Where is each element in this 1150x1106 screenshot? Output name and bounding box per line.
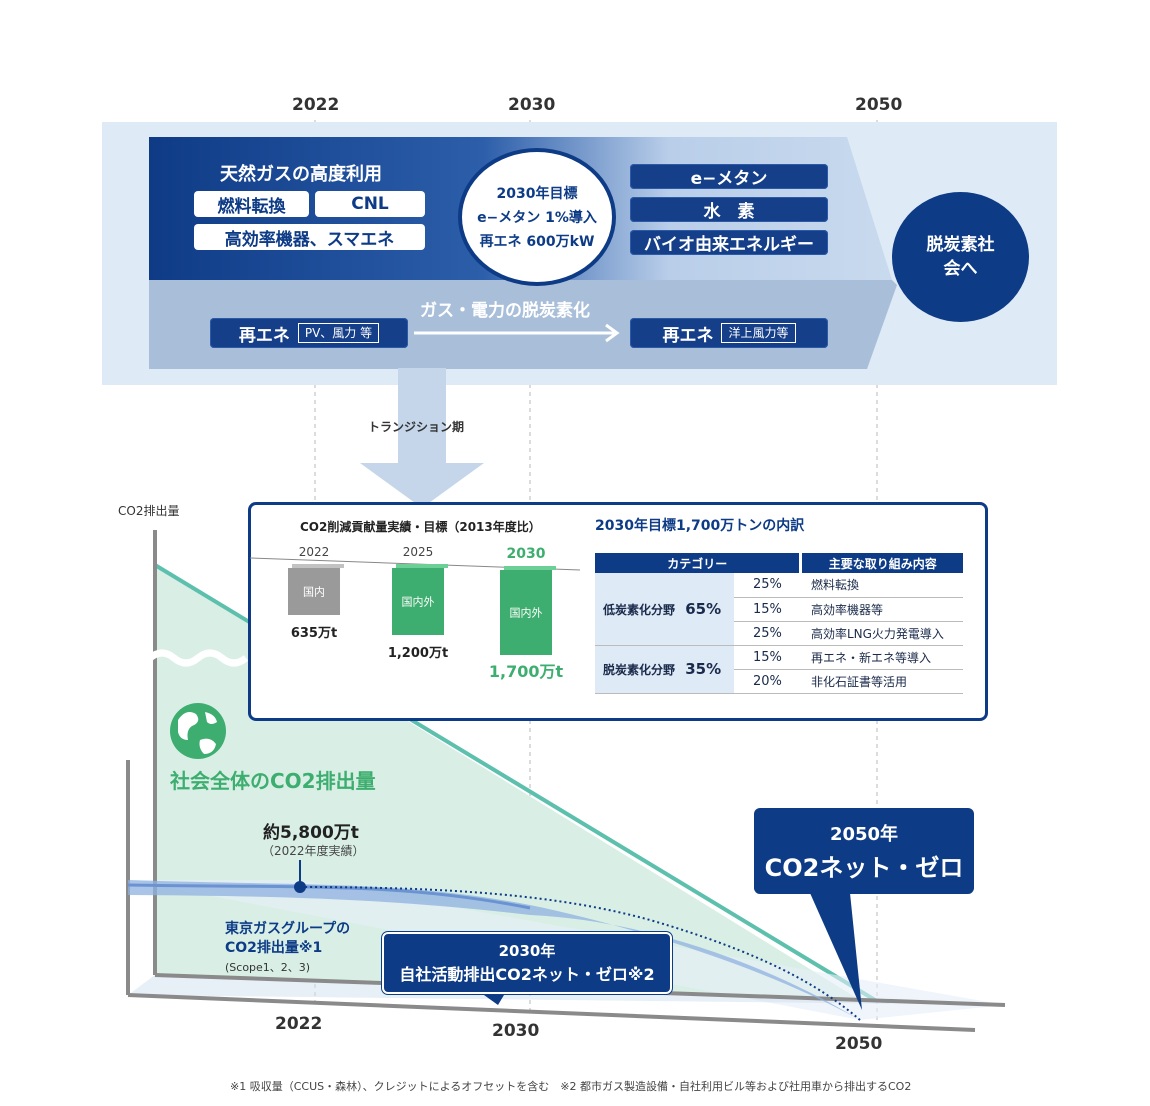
target-title: 2030年目標 [496, 186, 578, 202]
group-low-carbon-name: 低炭素化分野 [603, 602, 676, 617]
contribution-chart: 2022 国内 635万t 2025 国内外 1,200万t 2030 国内外 1,700万t [250, 545, 581, 681]
group-decarb-share: 35% [685, 660, 722, 678]
renewable-now-label: 再エネ [238, 325, 290, 346]
y-axis-label: CO2排出量 [118, 504, 180, 518]
bar-year-2030: 2030 [507, 546, 546, 562]
pct: 25% [753, 577, 782, 593]
society-label: 社会全体のCO2排出量 [170, 769, 376, 793]
col-category: カテゴリー [667, 556, 728, 571]
group-value: 約5,800万t [263, 823, 359, 843]
target-emethane: e−メタン 1%導入 [477, 210, 597, 226]
axis-break [147, 649, 249, 667]
gas-item-cnl: CNL [315, 191, 425, 217]
bar-2030 [500, 570, 552, 655]
group-label-scope: (Scope1、2、3) [225, 961, 311, 974]
breakdown-title: 2030年目標1,700万トンの内訳 [595, 518, 805, 534]
footnotes: ※1 吸収量（CCUS・森林）、クレジットによるオフセットを含む ※2 都市ガス… [230, 1080, 912, 1093]
bar-top-2030 [504, 566, 556, 570]
future-hydrogen: 水 素 [630, 197, 828, 222]
bar-2022 [288, 568, 340, 615]
pct: 15% [753, 649, 782, 665]
group-emission-band [128, 880, 860, 1020]
bar-year-2022: 2022 [299, 545, 330, 559]
gas-title: 天然ガスの高度利用 [220, 164, 382, 185]
renewable-future: 再エネ 洋上風力等 [630, 318, 828, 348]
breakdown-table: カテゴリー 主要な取り組み内容 低炭素化分野 65% 25% 燃料転換 15% … [595, 553, 963, 694]
callout-2030-line1: 2030年 [498, 942, 556, 960]
target-2030-circle: 2030年目標 e−メタン 1%導入 再エネ 600万kW [458, 148, 616, 286]
gas-item-efficiency: 高効率機器、スマエネ [194, 224, 425, 250]
bar-label-2025: 国内外 [402, 595, 435, 609]
callout-2050-line1: 2050年 [829, 824, 899, 845]
bar-value-2025: 1,200万t [388, 646, 448, 661]
renewable-now-tag: PV、風力 等 [297, 323, 380, 343]
group-label-line2: CO2排出量※1 [225, 940, 323, 956]
action: 高効率LNG火力発電導入 [810, 626, 944, 641]
group-low-carbon: 低炭素化分野 65% [595, 573, 734, 645]
group-label: 東京ガスグループの CO2排出量※1 (Scope1、2、3) [225, 920, 350, 977]
callout-2030-line2: 自社活動排出CO2ネット・ゼロ※2 [399, 965, 655, 984]
globe-icon [170, 703, 226, 759]
bar-label-2030: 国内外 [510, 606, 543, 620]
col-actions: 主要な取り組み内容 [799, 553, 963, 573]
future-bio: バイオ由来エネルギー [630, 230, 828, 255]
action: 燃料転換 [810, 578, 859, 593]
year-label-2030-bottom: 2030 [492, 1021, 540, 1041]
group-label-line1: 東京ガスグループの [225, 921, 351, 937]
group-value-note: （2022年度実績） [262, 844, 365, 858]
bar-value-2022: 635万t [291, 626, 337, 641]
year-label-2022-bottom: 2022 [275, 1014, 323, 1034]
bar-top-2025 [396, 564, 448, 568]
group-decarb-name: 脱炭素化分野 [603, 663, 676, 677]
year-label-2050-top: 2050 [855, 95, 903, 115]
year-label-2030-top: 2030 [508, 95, 556, 115]
renewable-future-tag: 洋上風力等 [721, 323, 796, 343]
action: 高効率機器等 [810, 602, 883, 617]
bar-label-2022: 国内 [303, 585, 325, 599]
renewable-future-label: 再エネ [662, 325, 714, 346]
action: 再エネ・新エネ等導入 [810, 650, 931, 665]
renewable-now: 再エネ PV、風力 等 [210, 318, 408, 348]
contribution-title: CO2削減貢献量実績・目標（2013年度比） [300, 520, 541, 534]
group-low-carbon-share: 65% [685, 599, 722, 618]
year-label-2050-bottom: 2050 [835, 1034, 883, 1054]
transition-label: トランジション期 [368, 420, 465, 434]
pct: 20% [753, 673, 782, 689]
bar-top-2022 [292, 564, 344, 568]
gas-item-fuel: 燃料転換 [194, 191, 309, 217]
transition-arrow [360, 368, 484, 508]
x-axis-front [127, 993, 976, 1032]
callout-2050-line2: CO2ネット・ゼロ [764, 854, 964, 882]
action: 非化石証書等活用 [810, 674, 907, 689]
group-decarb: 脱炭素化分野 35% [595, 645, 734, 693]
arrow-right-icon [414, 323, 620, 343]
bar-value-2030: 1,700万t [489, 662, 564, 681]
bar-year-2025: 2025 [403, 545, 434, 559]
pct: 25% [753, 625, 782, 641]
year-label-2022-top: 2022 [292, 95, 340, 115]
decarb-label: ガス・電力の脱炭素化 [420, 301, 590, 321]
future-emethane: e−メタン [630, 164, 828, 189]
goal-circle: 脱炭素社会へ [892, 192, 1029, 322]
callout-2030: 2030年 自社活動排出CO2ネット・ゼロ※2 [382, 932, 672, 994]
bar-2025 [392, 568, 444, 635]
pct: 15% [753, 601, 782, 617]
target-renewable: 再エネ 600万kW [479, 234, 595, 250]
callout-2050: 2050年 CO2ネット・ゼロ [754, 808, 974, 894]
